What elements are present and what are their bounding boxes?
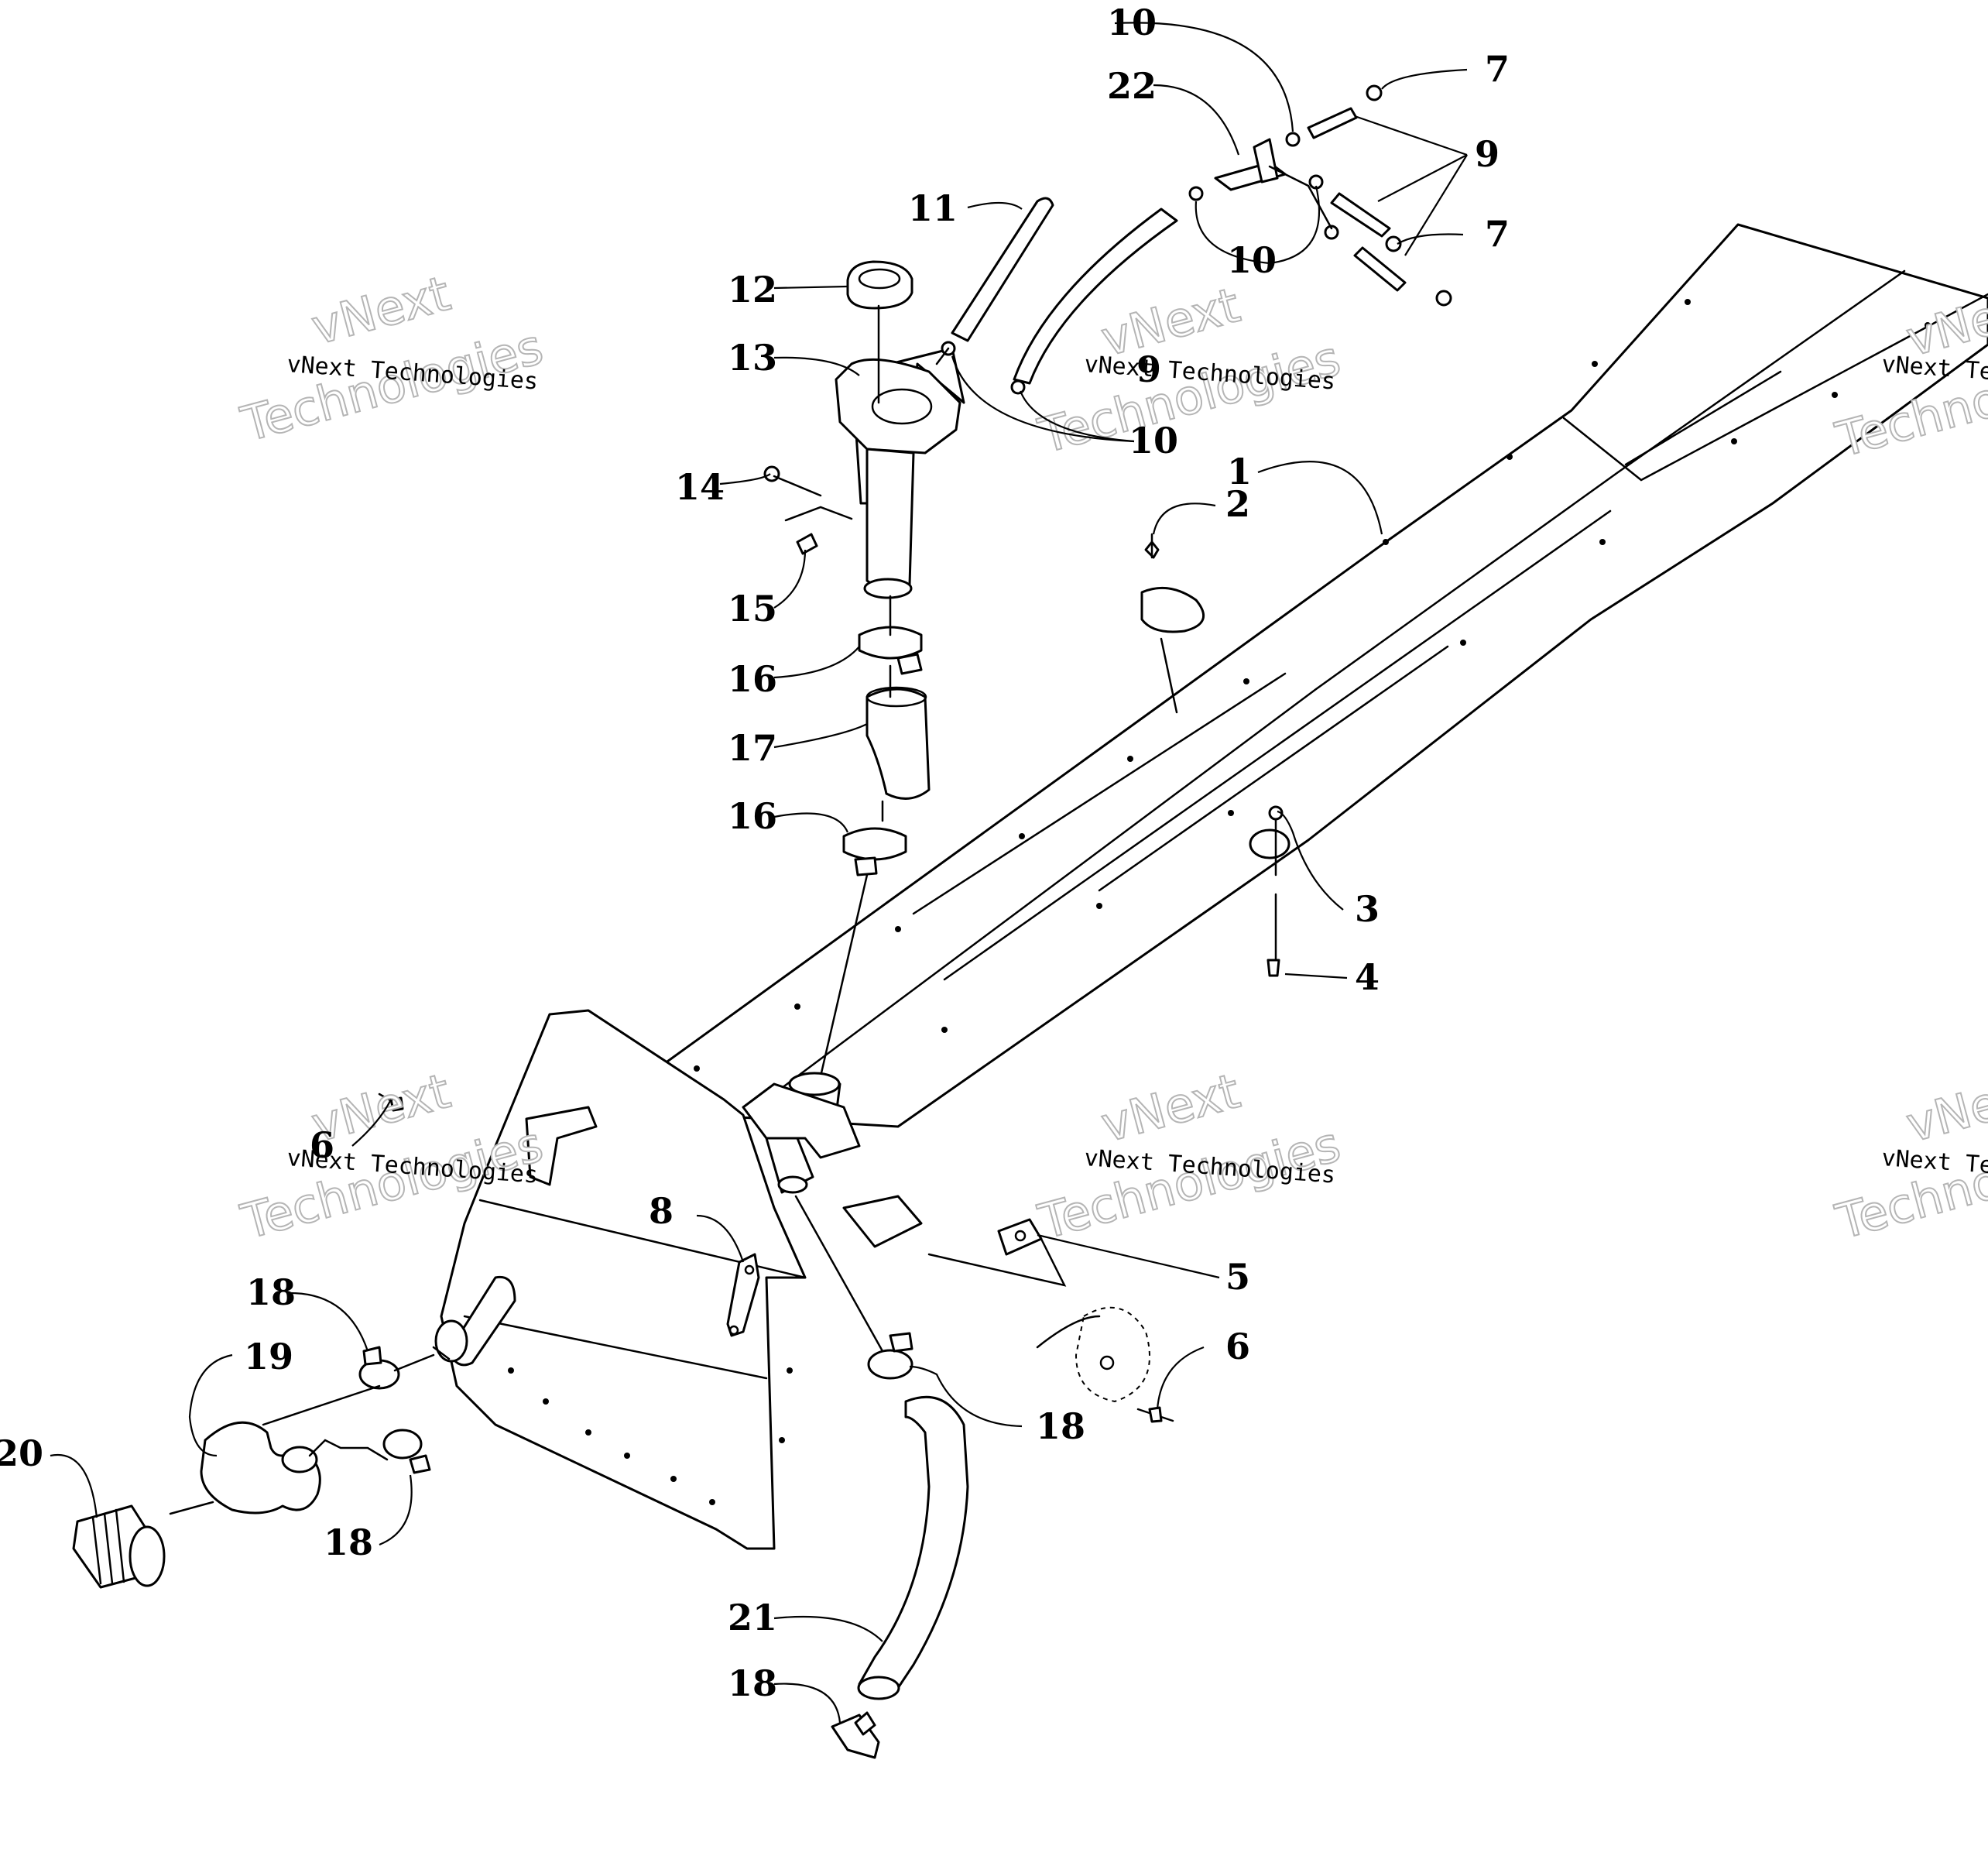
watermark-5: vNext Technologies vNext Technologies xyxy=(1032,1062,1347,1251)
callout-11: 11 xyxy=(908,187,958,229)
callout-10-bottom: 10 xyxy=(1129,420,1178,461)
callout-10-top: 10 xyxy=(1107,2,1157,43)
callout-18-lower-left: 18 xyxy=(324,1521,373,1563)
callout-14: 14 xyxy=(675,466,725,508)
callout-12: 12 xyxy=(728,269,777,310)
watermark-1: vNext Technologies vNext Technologies xyxy=(235,264,550,454)
callout-6-left: 6 xyxy=(310,1124,334,1166)
callout-22: 22 xyxy=(1107,65,1157,107)
callout-13: 13 xyxy=(728,337,777,379)
callout-18-upper-left: 18 xyxy=(246,1271,296,1313)
callout-3: 3 xyxy=(1355,888,1380,930)
callout-9-right: 9 xyxy=(1475,133,1500,175)
callout-5: 5 xyxy=(1225,1256,1250,1298)
callout-20: 20 xyxy=(0,1432,43,1474)
callout-4: 4 xyxy=(1355,956,1380,998)
callout-8: 8 xyxy=(649,1190,674,1232)
callout-7-bottom: 7 xyxy=(1485,213,1510,255)
callout-15: 15 xyxy=(728,588,777,629)
callout-16-lower: 16 xyxy=(728,795,777,837)
callout-19: 19 xyxy=(244,1336,293,1377)
lower-hoses xyxy=(72,1195,969,1759)
callout-7-top: 7 xyxy=(1485,48,1510,90)
callout-6-right: 6 xyxy=(1225,1326,1250,1367)
svg-text:vNext: vNext xyxy=(1901,1062,1988,1153)
callout-10-mid: 10 xyxy=(1227,239,1277,281)
svg-text:vNext: vNext xyxy=(306,265,456,355)
hardware xyxy=(378,533,1290,1423)
callout-18-center: 18 xyxy=(1036,1405,1085,1447)
svg-text:vNext: vNext xyxy=(1095,1062,1246,1153)
callout-9-left: 9 xyxy=(1136,348,1161,390)
callout-21: 21 xyxy=(728,1597,777,1638)
callout-2: 2 xyxy=(1225,483,1250,525)
callout-1: 1 xyxy=(1227,451,1252,492)
callout-labels: 1 2 3 4 5 6 6 7 7 8 9 9 10 10 10 11 12 1… xyxy=(0,2,1510,1704)
watermark-6: vNext Technologies vNext Technologies xyxy=(1829,1062,1988,1251)
bleed-hose-assembly xyxy=(935,84,1452,395)
callout-16-upper: 16 xyxy=(728,658,777,700)
coolant-filler-assembly xyxy=(763,260,965,1124)
tunnel-heat-exchanger xyxy=(440,223,1988,1550)
callout-18-bottom: 18 xyxy=(728,1662,777,1704)
callout-17: 17 xyxy=(728,727,777,769)
svg-text:Technologies: Technologies xyxy=(1033,330,1346,465)
leader-lines xyxy=(50,22,1468,1724)
